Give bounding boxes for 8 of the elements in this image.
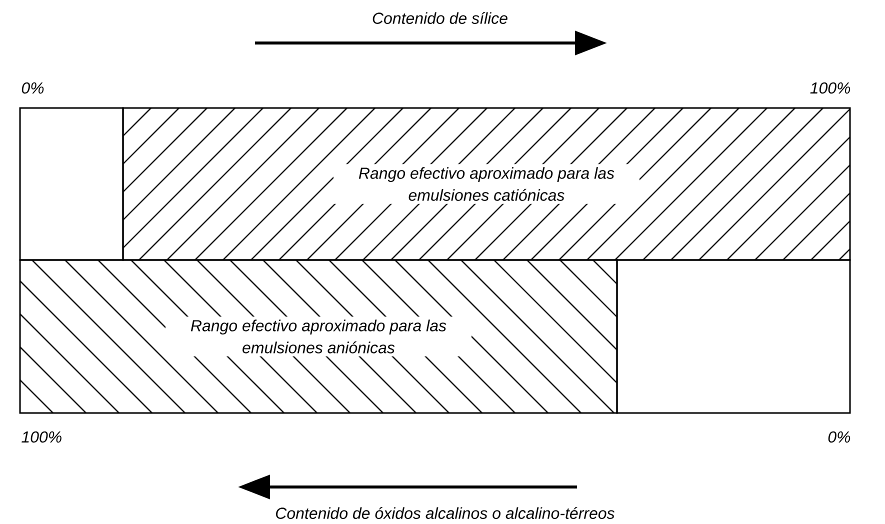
percent-label: 0% — [828, 431, 850, 443]
axis-label: Contenido de sílice — [372, 12, 508, 24]
hatched-band: Rango efectivo aproximado para las emulsiones catiónicas — [122, 107, 851, 261]
percent-label: 100% — [22, 431, 62, 443]
hatched-band: Rango efectivo aproximado para las emulsiones aniónicas — [19, 259, 618, 414]
empty-box — [616, 259, 851, 414]
axis-label: Contenido de óxidos alcalinos o alcalino-térreos — [276, 507, 614, 519]
empty-box — [19, 107, 124, 261]
